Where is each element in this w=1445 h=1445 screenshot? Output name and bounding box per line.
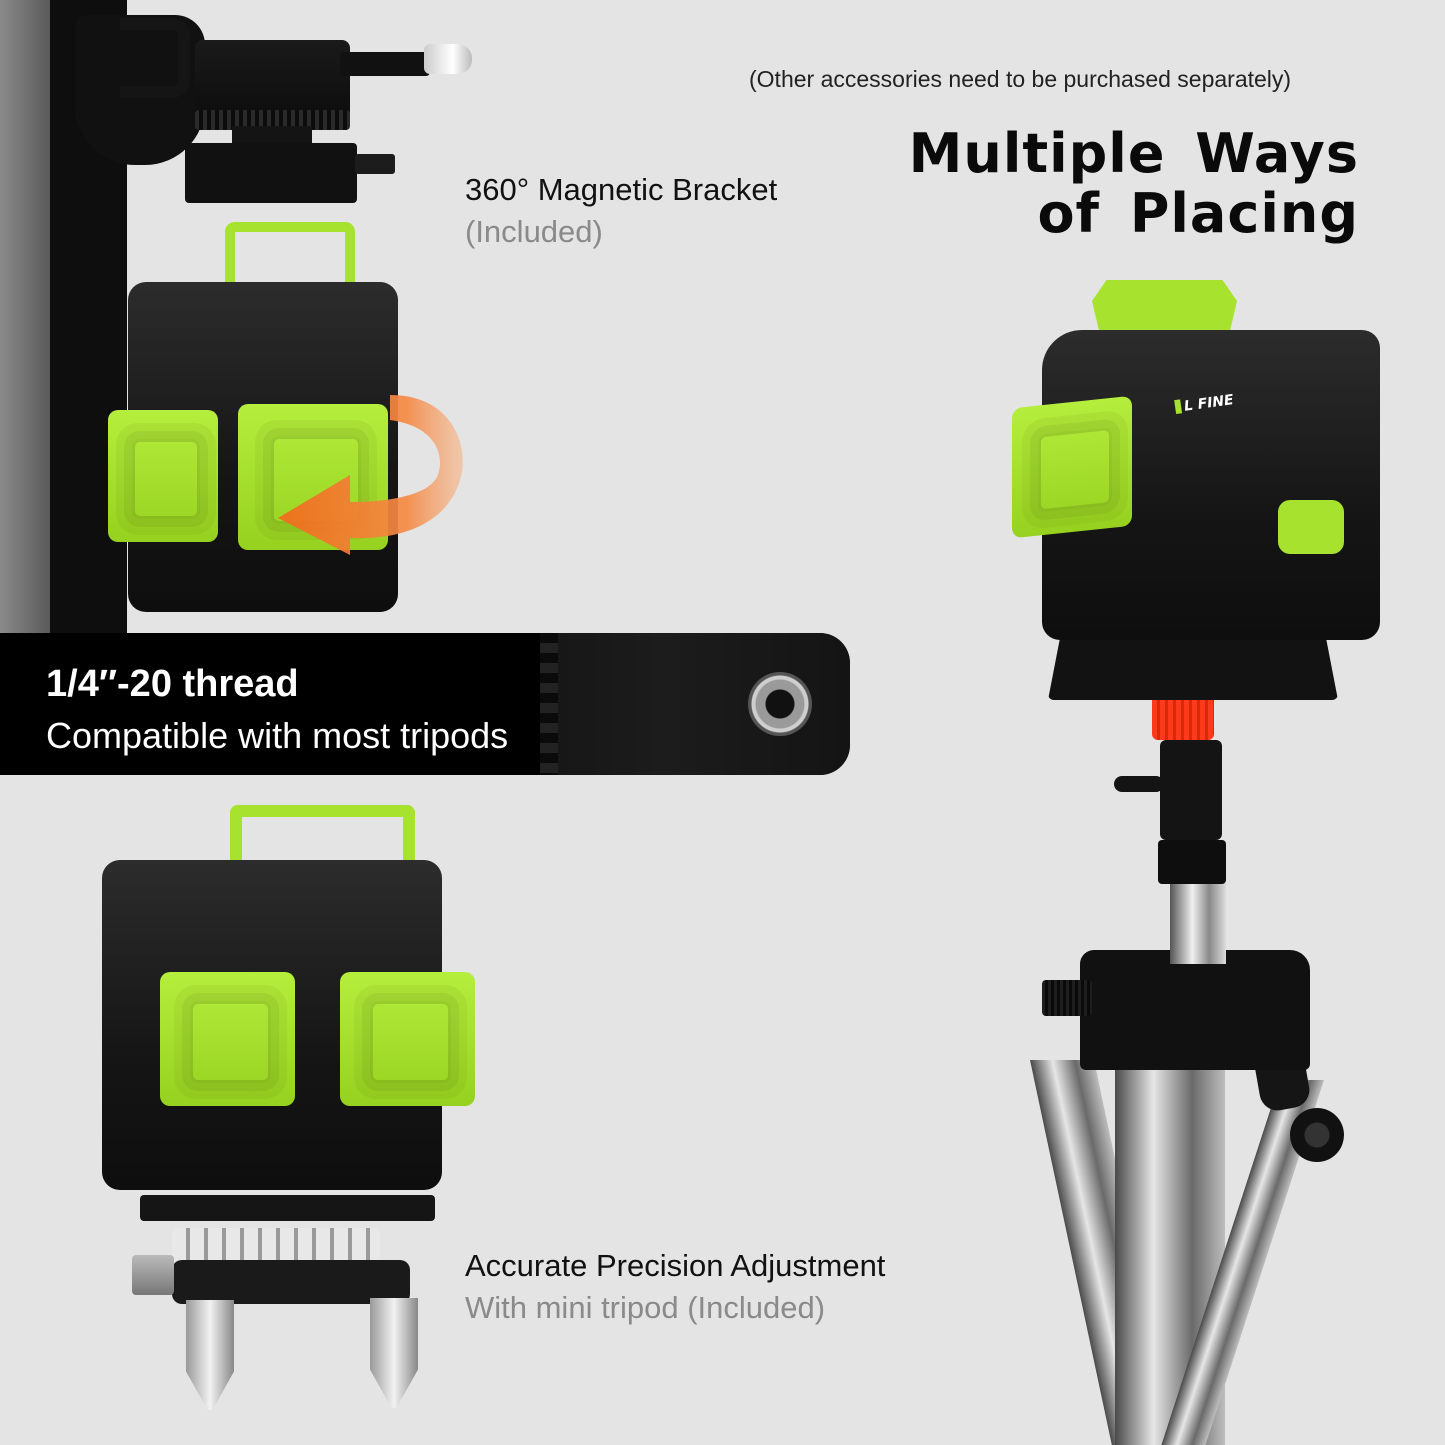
- wall-panel: [0, 0, 50, 633]
- adjust-arm: [340, 52, 430, 76]
- mini-tripod-leg: [370, 1298, 418, 1408]
- page-headline: Multiple Ways of Placing: [909, 124, 1359, 244]
- feature-subtitle: (Included): [465, 214, 603, 249]
- laser-base-plate: [140, 1195, 435, 1221]
- bracket-clamp: [120, 18, 190, 98]
- laser-window-left: [160, 972, 295, 1106]
- tripod-center-pole: [1170, 880, 1226, 964]
- bracket-neck: [232, 126, 312, 146]
- mini-tripod-ring: [172, 1228, 380, 1263]
- swivel-mount: [1160, 740, 1222, 840]
- accessories-note: (Other accessories need to be purchased …: [749, 66, 1292, 92]
- precision-adjustment-caption: Accurate Precision Adjustment With mini …: [465, 1248, 885, 1326]
- feature-subtitle: With mini tripod (Included): [465, 1290, 826, 1325]
- power-slider: [1278, 500, 1344, 554]
- tripod-lock-lever: [1042, 980, 1092, 1016]
- laser-window-left: [1012, 395, 1132, 539]
- laser-window-left: [108, 410, 218, 542]
- rotating-ring: [195, 110, 350, 130]
- magnetic-bracket-caption: 360° Magnetic Bracket (Included): [465, 172, 777, 250]
- swivel-knob: [1114, 776, 1164, 792]
- thread-banner: 1/4″-20 thread Compatible with most trip…: [0, 633, 850, 775]
- tripod-head: [1080, 950, 1310, 1070]
- mini-tripod-body: [172, 1260, 410, 1304]
- swivel-collar: [1158, 840, 1226, 884]
- mini-tripod-leg: [186, 1300, 234, 1410]
- feature-title: 1/4″-20 thread: [46, 663, 299, 705]
- laser-base-plate: [1048, 640, 1338, 700]
- feature-subtitle: Compatible with most tripods: [46, 715, 509, 756]
- laser-top-cage: [230, 805, 415, 863]
- adjust-knob: [424, 44, 472, 74]
- laser-top-cage: [225, 222, 355, 284]
- laser-window-right: [340, 972, 475, 1106]
- clamp-block: [185, 143, 357, 203]
- leg-lock-icon: [1290, 1108, 1344, 1162]
- headline-line-1: Multiple Ways: [908, 122, 1359, 185]
- clamp-knob: [355, 154, 395, 174]
- headline-line-2: of Placing: [1037, 182, 1359, 245]
- feature-title: 360° Magnetic Bracket: [465, 172, 778, 207]
- mini-tripod-knob: [132, 1255, 174, 1295]
- thread-hole-icon: [748, 672, 812, 736]
- rotation-arrow-icon: [278, 395, 463, 555]
- feature-title: Accurate Precision Adjustment: [465, 1248, 886, 1283]
